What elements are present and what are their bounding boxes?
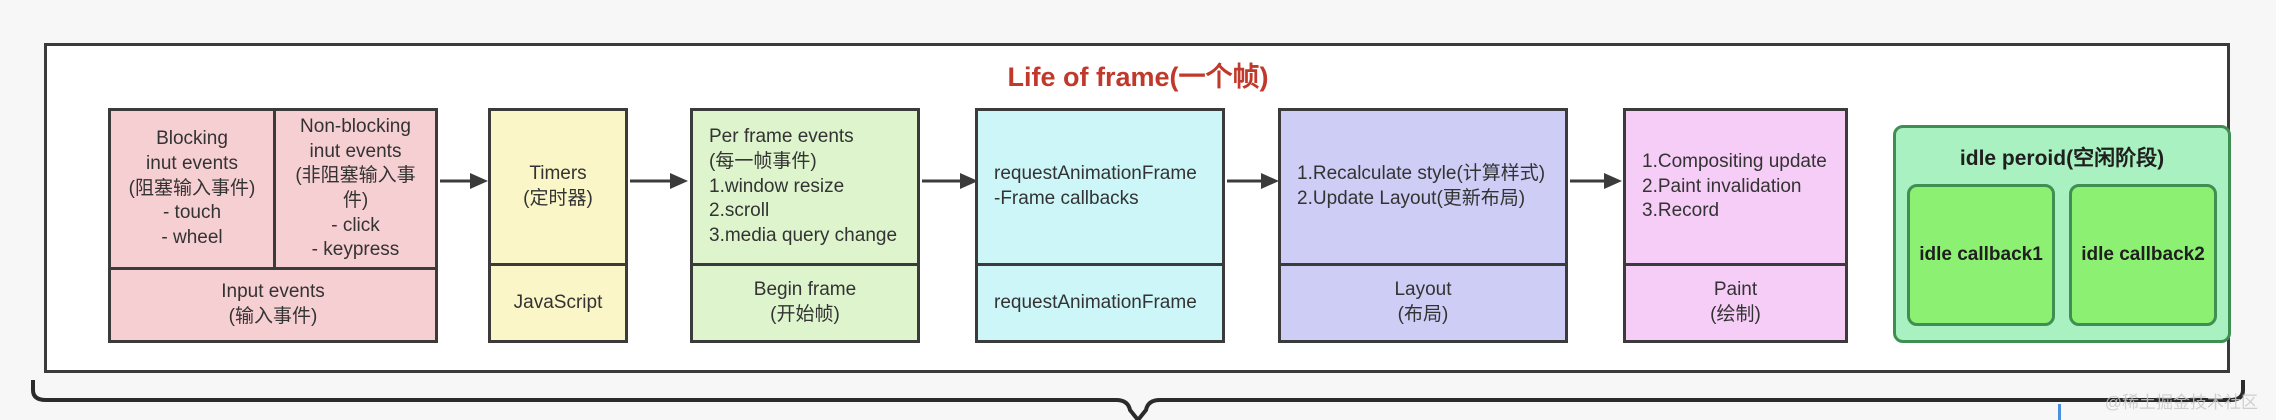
- non-blocking-line-3: (非阻塞输入事件): [295, 165, 416, 212]
- non-blocking-line-2: inut events: [309, 140, 402, 162]
- raf-footer-cell[interactable]: requestAnimationFrame: [978, 263, 1222, 340]
- blocking-line-2: inut events: [146, 153, 238, 175]
- arrow-timers-to-per-frame: [630, 173, 688, 189]
- blue-caret-marker: [2058, 404, 2061, 420]
- paint-line-3: 3.Record: [1642, 200, 1720, 222]
- raf-line-1: requestAnimationFrame: [994, 163, 1197, 185]
- blocking-line-3: (阻塞输入事件): [128, 177, 256, 199]
- timers-line-1: Timers: [529, 163, 587, 185]
- paint-footer-line-1: Paint: [1713, 279, 1758, 301]
- layout-footer-line-2: (布局): [1397, 304, 1449, 325]
- bottom-brace: [31, 380, 2245, 420]
- begin-frame-cell[interactable]: Begin frame (开始帧): [693, 263, 917, 340]
- idle-callbacks-row: idle callback1 idle callback2: [1896, 184, 2228, 340]
- request-animation-frame-node[interactable]: requestAnimationFrame -Frame callbacks r…: [975, 108, 1225, 343]
- input-events-node[interactable]: Blocking inut events (阻塞输入事件) - touch - …: [108, 108, 438, 343]
- blocking-input-events-cell[interactable]: Blocking inut events (阻塞输入事件) - touch - …: [111, 111, 273, 268]
- timers-node[interactable]: Timers (定时器) JavaScript: [488, 108, 628, 343]
- idle-callback-1[interactable]: idle callback1: [1907, 184, 2055, 326]
- non-blocking-line-1: Non-blocking: [300, 116, 411, 137]
- arrow-input-to-timers: [440, 173, 488, 189]
- arrow-per-frame-to-raf: [922, 173, 978, 189]
- non-blocking-input-events-cell[interactable]: Non-blocking inut events (非阻塞输入事件) - cli…: [273, 111, 435, 268]
- paint-line-2: 2.Paint invalidation: [1642, 175, 1802, 197]
- raf-footer-label: requestAnimationFrame: [994, 291, 1197, 313]
- input-events-footer-line-1: Input events: [221, 281, 325, 303]
- per-frame-line-2: (每一帧事件): [709, 150, 817, 172]
- input-events-footer-line-2: (输入事件): [228, 306, 318, 328]
- layout-footer-cell[interactable]: Layout (布局): [1281, 263, 1565, 340]
- raf-callbacks-cell[interactable]: requestAnimationFrame -Frame callbacks: [978, 111, 1222, 263]
- diagram-title: Life of frame(一个帧): [1007, 62, 1269, 92]
- per-frame-events-node[interactable]: Per frame events (每一帧事件) 1.window resize…: [690, 108, 920, 343]
- non-blocking-line-5: - keypress: [311, 239, 400, 261]
- javascript-cell[interactable]: JavaScript: [491, 263, 625, 340]
- layout-node[interactable]: 1.Recalculate style(计算样式) 2.Update Layou…: [1278, 108, 1568, 343]
- per-frame-line-4: 2.scroll: [709, 200, 770, 222]
- blocking-line-4: - touch: [162, 202, 222, 224]
- paint-steps-cell[interactable]: 1.Compositing update 2.Paint invalidatio…: [1626, 111, 1845, 263]
- input-events-footer-cell[interactable]: Input events (输入事件): [111, 267, 435, 340]
- idle-callback-2[interactable]: idle callback2: [2069, 184, 2217, 326]
- javascript-label: JavaScript: [513, 291, 603, 313]
- layout-steps-cell[interactable]: 1.Recalculate style(计算样式) 2.Update Layou…: [1281, 111, 1565, 263]
- layout-footer-line-1: Layout: [1394, 279, 1452, 301]
- idle-period-node[interactable]: idle peroid(空闲阶段) idle callback1 idle ca…: [1893, 125, 2231, 343]
- blocking-line-5: - wheel: [161, 227, 223, 249]
- begin-frame-line-2: (开始帧): [770, 304, 840, 325]
- layout-line-2: 2.Update Layout(更新布局): [1297, 188, 1526, 209]
- idle-period-title: idle peroid(空闲阶段): [1959, 147, 2165, 170]
- paint-line-1: 1.Compositing update: [1642, 150, 1827, 172]
- per-frame-line-3: 1.window resize: [709, 175, 845, 197]
- paint-footer-line-2: (绘制): [1710, 304, 1761, 325]
- raf-line-2: -Frame callbacks: [994, 188, 1139, 209]
- per-frame-line-1: Per frame events: [709, 126, 854, 148]
- timers-line-2: (定时器): [523, 188, 593, 209]
- arrow-raf-to-layout: [1227, 173, 1279, 189]
- paint-node[interactable]: 1.Compositing update 2.Paint invalidatio…: [1623, 108, 1848, 343]
- arrow-layout-to-paint: [1570, 173, 1622, 189]
- per-frame-line-5: 3.media query change: [709, 225, 898, 247]
- input-events-top-row: Blocking inut events (阻塞输入事件) - touch - …: [111, 111, 435, 268]
- begin-frame-line-1: Begin frame: [753, 279, 857, 301]
- non-blocking-line-4: - click: [331, 214, 380, 236]
- layout-line-1: 1.Recalculate style(计算样式): [1297, 163, 1546, 185]
- per-frame-events-cell[interactable]: Per frame events (每一帧事件) 1.window resize…: [693, 111, 917, 263]
- blocking-line-1: Blocking: [156, 128, 228, 150]
- watermark: @稀土掘金技术社区: [2104, 393, 2258, 412]
- paint-footer-cell[interactable]: Paint (绘制): [1626, 263, 1845, 340]
- timers-cell[interactable]: Timers (定时器): [491, 111, 625, 263]
